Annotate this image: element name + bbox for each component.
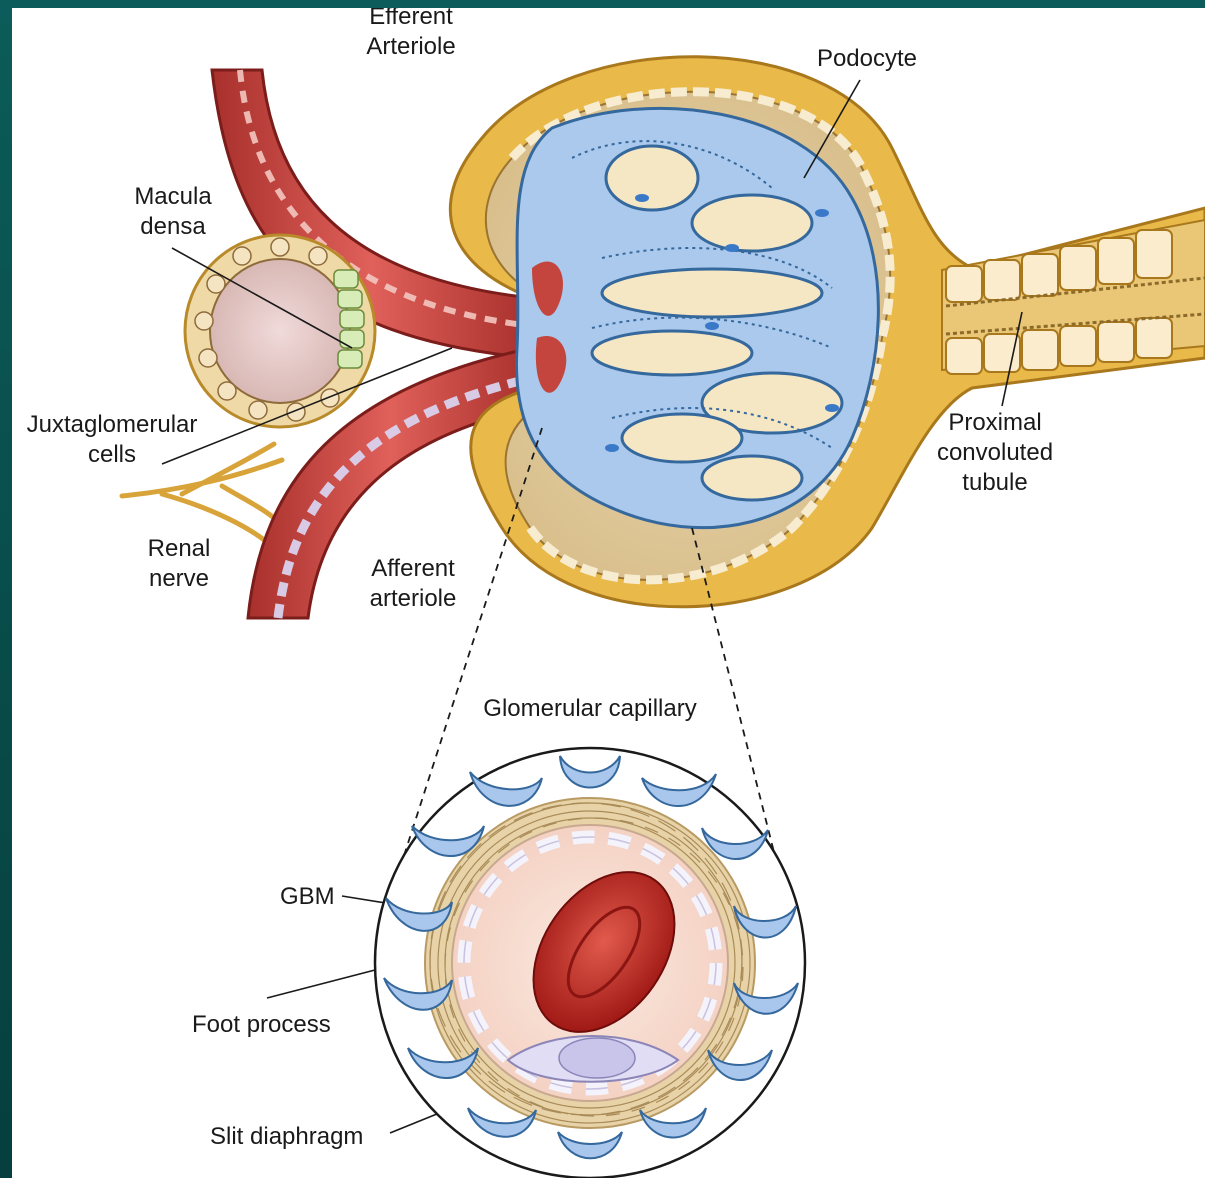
label-macula-densa: Macula densa [118,182,228,242]
label-gbm: GBM [280,882,335,912]
label-afferent-arteriole: Afferent arteriole [358,554,468,614]
label-renal-nerve: Renal nerve [134,534,224,594]
label-glomerular-capillary: Glomerular capillary [460,694,720,724]
label-juxtaglomerular-cells: Juxtaglomerular cells [12,410,212,470]
glomerulus-tuft [516,108,878,527]
label-foot-process: Foot process [192,1010,331,1040]
label-slit-diaphragm: Slit diaphragm [210,1122,363,1152]
diagram-canvas: Efferent Arteriole Podocyte Macula densa… [12,8,1205,1178]
capillary-cross-section [375,748,805,1178]
label-efferent-arteriole: Efferent Arteriole [348,8,474,62]
label-proximal-convoluted-tubule: Proximal convoluted tubule [920,408,1070,498]
macula-densa-tubule [185,235,375,427]
label-podocyte: Podocyte [802,44,932,74]
